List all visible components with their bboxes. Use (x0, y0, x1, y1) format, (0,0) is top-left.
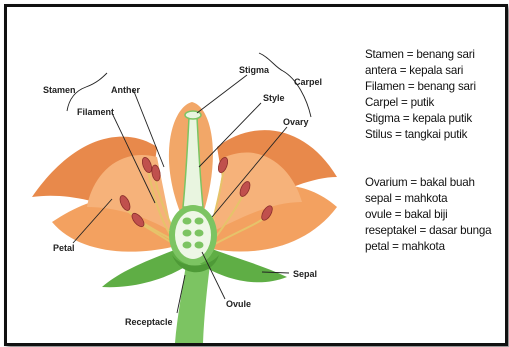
label-petal: Petal (53, 243, 75, 253)
legend-item: reseptakel = dasar bunga (365, 223, 491, 239)
legend-item: petal = mahkota (365, 239, 491, 255)
label-ovule: Ovule (226, 299, 251, 309)
legend-item: antera = kepala sari (365, 63, 491, 79)
label-ovary: Ovary (283, 117, 309, 127)
legend-item: sepal = mahkota (365, 191, 491, 207)
label-stigma: Stigma (239, 65, 270, 75)
label-carpel: Carpel (294, 77, 322, 87)
legend-item: ovule = bakal biji (365, 207, 491, 223)
label-receptacle: Receptacle (125, 317, 173, 327)
label-anther: Anther (111, 85, 140, 95)
legend-item: Stigma = kepala putik (365, 111, 491, 127)
legend-item: Carpel = putik (365, 95, 491, 111)
legend-item: Ovarium = bakal buah (365, 175, 491, 191)
diagram-frame: Stamen Anther Filament Stigma Carpel Sty… (4, 4, 508, 346)
legend-item: Filamen = benang sari (365, 79, 491, 95)
label-style: Style (263, 93, 285, 103)
ovary-chamber (175, 211, 211, 259)
label-stamen: Stamen (43, 85, 76, 95)
label-filament: Filament (77, 107, 114, 117)
legend-item: Stilus = tangkai putik (365, 127, 491, 143)
legend-list: Stamen = benang sari antera = kepala sar… (365, 47, 491, 255)
legend-item: Stamen = benang sari (365, 47, 491, 63)
label-sepal: Sepal (293, 269, 317, 279)
